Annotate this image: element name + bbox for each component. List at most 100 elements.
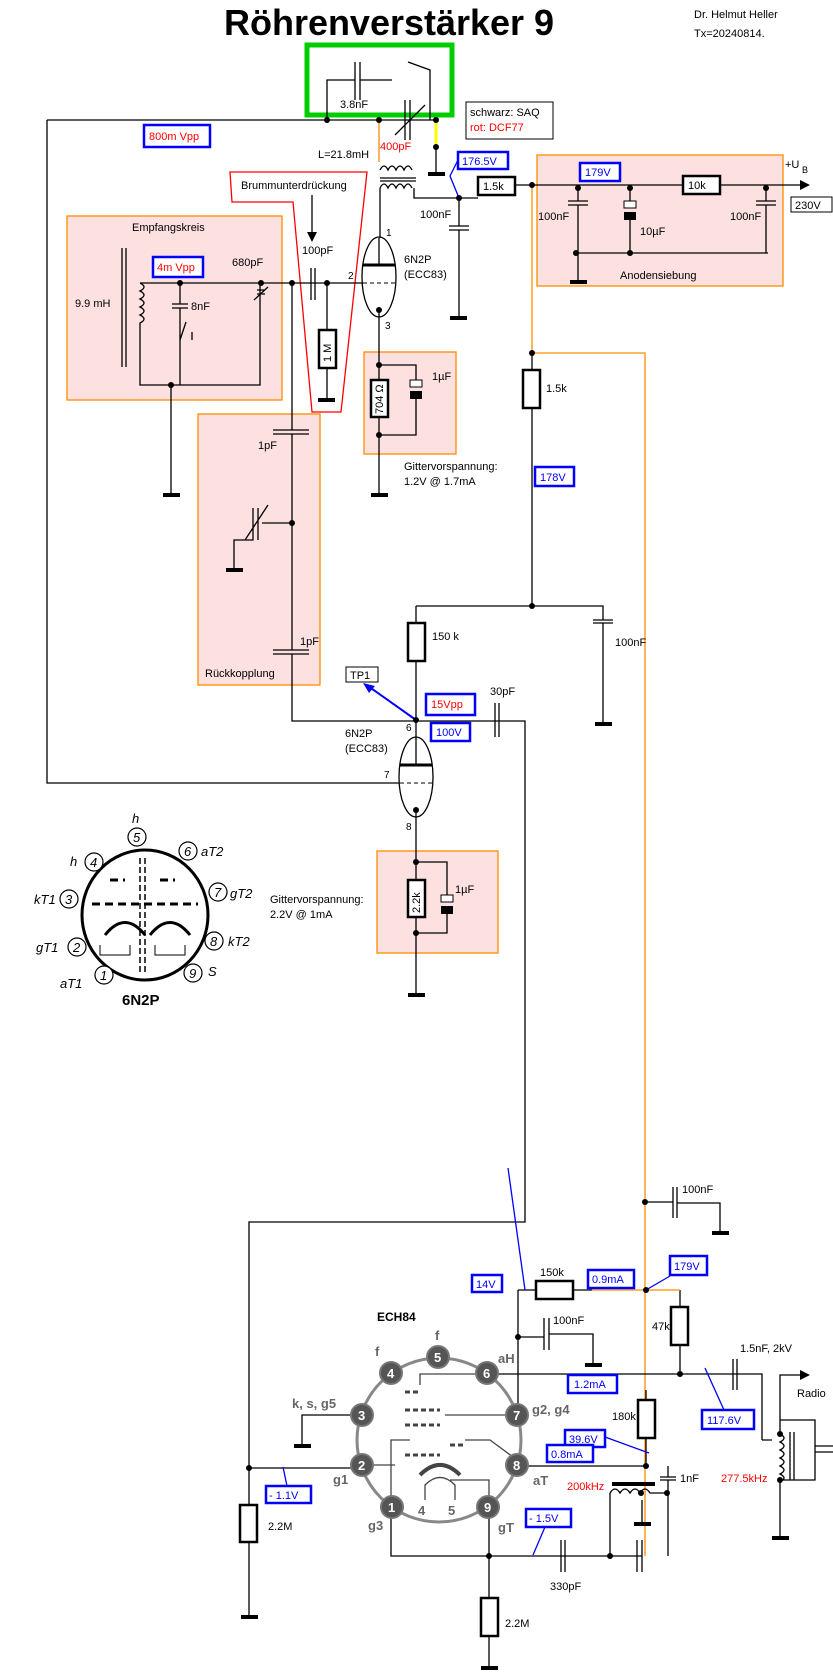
block-gitter2 bbox=[376, 850, 499, 954]
highlight-box bbox=[304, 42, 455, 118]
author: Dr. Helmut Heller bbox=[694, 9, 778, 21]
block-rueckkopplung bbox=[197, 413, 321, 686]
schematic-mark bbox=[289, 280, 295, 286]
schematic-mark bbox=[664, 1490, 670, 1496]
schematic-label: 6 bbox=[483, 1366, 490, 1381]
schematic-mark bbox=[669, 1305, 690, 1347]
schematic-mark bbox=[529, 182, 535, 188]
schematic-label: gT1 bbox=[36, 940, 58, 955]
schematic-mark bbox=[406, 878, 427, 919]
label-r-150k-low: 150k bbox=[540, 1267, 564, 1279]
tube2-alt: (ECC83) bbox=[345, 743, 388, 755]
schematic-mark bbox=[317, 328, 338, 370]
schematic-label: h bbox=[132, 811, 139, 826]
meas-i-12: 1.2mA bbox=[574, 1379, 606, 1391]
label-c-sieb3: 100nF bbox=[730, 211, 761, 223]
schematic-mark bbox=[700, 1408, 756, 1431]
schematic-label: 7 bbox=[513, 1408, 520, 1423]
schematic-mark bbox=[568, 185, 776, 280]
schematic-mark bbox=[668, 1254, 709, 1277]
schematic-mark bbox=[258, 280, 264, 286]
schematic-label: f bbox=[435, 1328, 440, 1343]
schematic-mark bbox=[405, 1390, 465, 1457]
label-r-g1: 2.2M bbox=[268, 1521, 292, 1533]
pinout-6n2p: 1 2 3 4 5 6 7 8 9 aT1 gT1 kT1 h h aT2 gT… bbox=[34, 811, 253, 1009]
schematic-mark bbox=[376, 117, 382, 123]
tube1-pin2: 2 bbox=[348, 271, 354, 282]
label-r-drop: 1.5k bbox=[546, 383, 567, 395]
schematic-mark bbox=[634, 1522, 651, 1526]
schematic-mark bbox=[177, 280, 183, 286]
meas-v-anode2: 100V bbox=[436, 727, 462, 739]
schematic-mark bbox=[139, 858, 146, 975]
schematic-mark bbox=[151, 255, 205, 279]
label-c-330p: 330pF bbox=[550, 1581, 581, 1593]
schematic-mark bbox=[521, 368, 542, 410]
schematic-label: g1 bbox=[333, 1472, 348, 1487]
meas-v-pp2: 15Vpp bbox=[431, 699, 463, 711]
schematic-mark bbox=[47, 61, 437, 147]
label-rueck: Rückkopplung bbox=[205, 668, 275, 680]
label-c-8n: 8nF bbox=[191, 301, 210, 313]
page-title: Röhrenverstärker 9 bbox=[224, 2, 554, 43]
schematic-label: 4 bbox=[418, 1503, 426, 1518]
schematic-mark bbox=[636, 1398, 657, 1440]
schematic-mark bbox=[264, 1484, 313, 1505]
label-ub: +U bbox=[785, 159, 799, 171]
schematic-label: 5 bbox=[448, 1503, 455, 1518]
schematic-mark bbox=[163, 493, 180, 497]
schematic-mark bbox=[531, 185, 646, 1556]
label-brumm: Brummunterdrückung bbox=[241, 180, 347, 192]
label-c-cath1: 1µF bbox=[432, 371, 451, 383]
label-l-ant: 9.9 mH bbox=[75, 298, 111, 310]
meas-v-178: 178V bbox=[540, 472, 566, 484]
label-r-10k: 10k bbox=[688, 180, 706, 192]
schematic-mark bbox=[362, 1373, 518, 1507]
schematic-mark bbox=[578, 161, 622, 183]
schematic-label: 9 bbox=[189, 966, 196, 981]
schematic-mark bbox=[790, 196, 833, 213]
label-r-1m: 1 M bbox=[322, 344, 334, 362]
test-point-tp1[interactable] bbox=[345, 666, 379, 683]
schematic-mark bbox=[378, 238, 417, 493]
schematic-mark bbox=[354, 62, 361, 100]
schematic-mark bbox=[371, 493, 388, 497]
schematic-mark bbox=[440, 894, 454, 903]
schematic-label: h bbox=[70, 854, 77, 869]
tube1-name: 6N2P bbox=[404, 254, 432, 266]
schematic-mark bbox=[350, 1403, 374, 1427]
schematic-mark bbox=[772, 1536, 789, 1540]
schematic-mark bbox=[518, 1318, 594, 1363]
schematic-mark bbox=[376, 362, 382, 368]
schematic-mark bbox=[479, 1596, 500, 1638]
schematic-mark bbox=[168, 382, 174, 388]
schematic-mark bbox=[677, 1371, 683, 1377]
schematic-mark bbox=[800, 1370, 810, 1380]
schematic-mark bbox=[92, 878, 198, 906]
label-c-top: 3.8nF bbox=[340, 99, 368, 111]
label-c-680: 680pF bbox=[232, 257, 263, 269]
meas-v-sieb: 179V bbox=[585, 167, 611, 179]
schematic-label: k, s, g5 bbox=[292, 1396, 336, 1411]
schematic-mark bbox=[777, 1477, 783, 1483]
schematic-mark bbox=[777, 1431, 783, 1437]
schematic-mark bbox=[273, 429, 309, 655]
schematic-mark bbox=[249, 1414, 351, 1469]
label-c-fb1: 1pF bbox=[258, 440, 277, 452]
label-r-cath1: 704 Ω bbox=[374, 384, 386, 414]
label-r-150k: 150 k bbox=[432, 631, 459, 643]
schematic-mark bbox=[642, 1199, 648, 1205]
schematic-label: gT2 bbox=[230, 886, 253, 901]
label-gitter1: Gittervorspannung: bbox=[404, 461, 498, 473]
schematic-mark bbox=[409, 379, 423, 388]
tube1-pin3: 3 bbox=[385, 321, 391, 332]
schematic-mark bbox=[172, 283, 193, 385]
schematic-mark bbox=[413, 807, 419, 813]
meas-v-anode1: 176.5V bbox=[462, 156, 498, 168]
tp1-label: TP1 bbox=[350, 670, 370, 682]
schematic-mark bbox=[253, 286, 269, 301]
schematic-mark bbox=[94, 965, 114, 985]
schematic-mark bbox=[324, 280, 330, 286]
schematic-mark bbox=[433, 117, 439, 123]
schematic-mark bbox=[529, 603, 535, 609]
